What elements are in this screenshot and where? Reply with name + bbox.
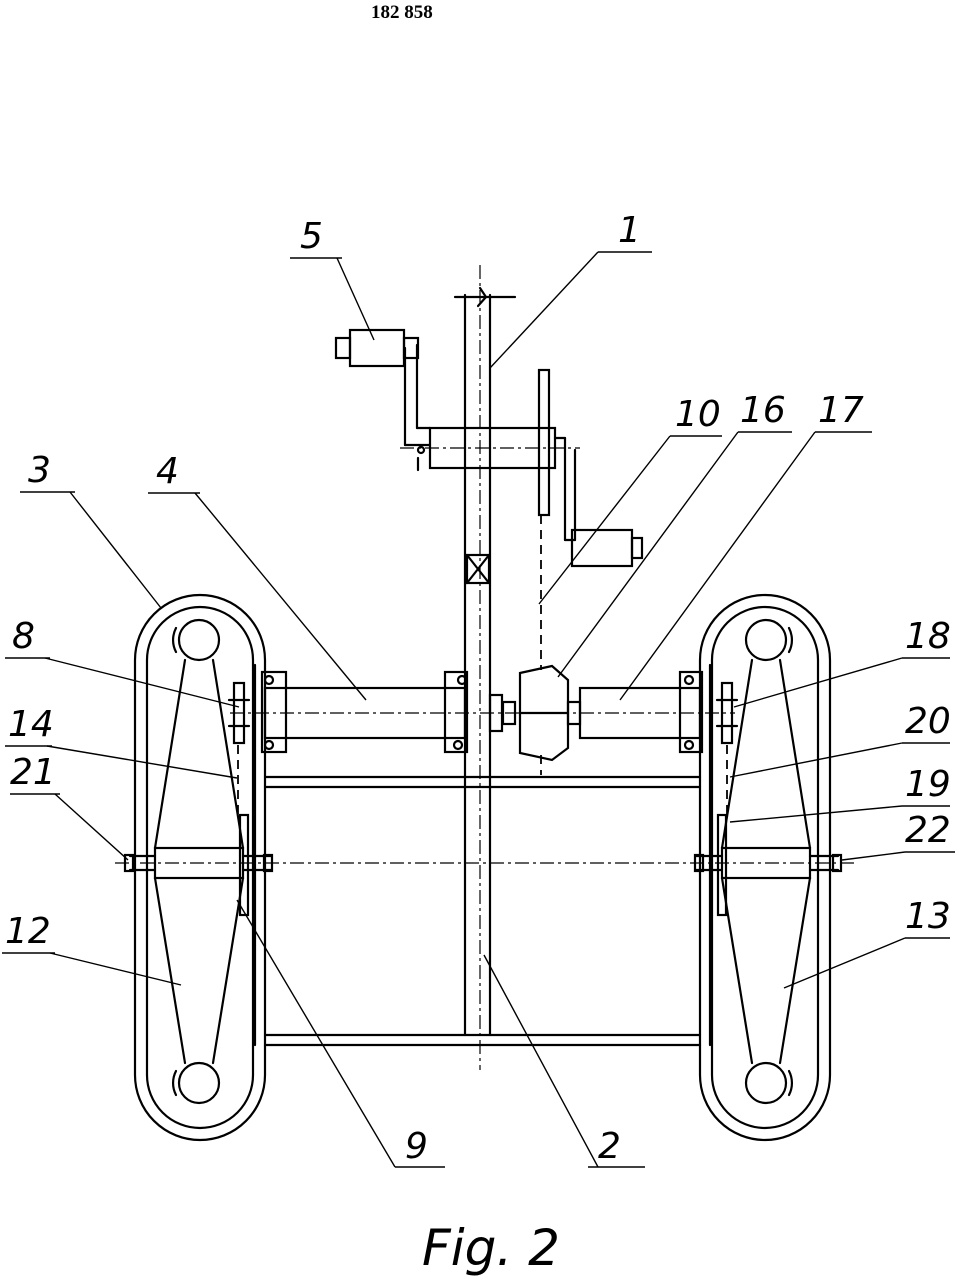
figure-caption: Fig. 2 (422, 1219, 560, 1277)
center-lines (115, 265, 855, 1070)
callout-19: 19 (905, 764, 951, 805)
left-front-wheel (171, 618, 221, 662)
right-front-wheel (744, 618, 794, 662)
callout-20: 20 (905, 701, 951, 742)
right-tension-frame (720, 658, 812, 1065)
right-track-belt (698, 593, 832, 1142)
callout-9: 9 (405, 1126, 428, 1167)
callout-5: 5 (300, 216, 323, 257)
callout-22: 22 (905, 810, 951, 851)
right-rear-wheel (744, 1061, 794, 1105)
callout-3: 3 (28, 450, 51, 491)
callout-13: 13 (905, 896, 951, 937)
callout-8: 8 (12, 616, 35, 657)
leader-lines (2, 251, 955, 1168)
drive-axle-left (260, 670, 469, 754)
callout-16: 16 (740, 390, 786, 431)
left-rear-wheel (171, 1061, 221, 1105)
drive-chains (237, 515, 728, 815)
chassis-frame (253, 663, 712, 1047)
callout-17: 17 (818, 390, 864, 431)
callout-21: 21 (10, 752, 56, 793)
drive-axle-right (578, 670, 704, 754)
callout-labels: 1 2 3 4 5 8 9 10 12 13 14 16 17 18 19 20… (5, 210, 951, 1167)
callout-12: 12 (5, 911, 51, 952)
main-shaft (453, 286, 517, 1037)
patent-number: 182 858 (371, 2, 433, 23)
callout-10: 10 (675, 394, 721, 435)
shaft-joint (465, 553, 491, 585)
callout-2: 2 (598, 1126, 621, 1167)
callout-1: 1 (618, 210, 641, 251)
callout-4: 4 (156, 451, 179, 492)
left-tension-frame (153, 658, 245, 1065)
callout-14: 14 (8, 704, 54, 745)
callout-18: 18 (905, 616, 951, 657)
